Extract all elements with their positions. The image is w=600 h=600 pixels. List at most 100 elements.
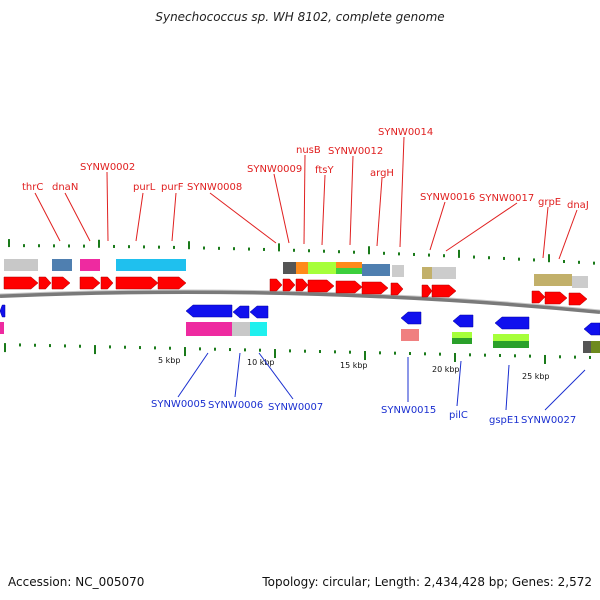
feature-bar[interactable] (250, 322, 267, 336)
forward-gene-arrow[interactable] (282, 278, 296, 292)
scale-tick (68, 244, 70, 248)
feature-bar[interactable] (336, 262, 362, 268)
scale-tick (323, 249, 325, 253)
feature-bar[interactable] (572, 276, 588, 288)
feature-bar[interactable] (401, 329, 419, 341)
feature-bar[interactable] (232, 322, 250, 336)
scale-label-5kbp: 5 kbp (158, 356, 180, 365)
gene-label-SYNW0002[interactable]: SYNW0002 (80, 162, 135, 173)
scale-label-20kbp: 20 kbp (432, 365, 460, 374)
gene-label-purL[interactable]: purL (133, 182, 156, 193)
feature-bar[interactable] (432, 267, 456, 279)
forward-gene-arrow[interactable] (307, 279, 335, 293)
scale-labels: 5 kbp 10 kbp 15 kbp 20 kbp 25 kbp (158, 356, 550, 381)
reverse-gene-arrow[interactable] (0, 304, 6, 318)
top-callouts (34, 136, 578, 260)
gene-label-SYNW0006[interactable]: SYNW0006 (208, 400, 263, 411)
gene-label-SYNW0012[interactable]: SYNW0012 (328, 146, 383, 157)
scale-tick (259, 348, 261, 352)
gene-label-SYNW0027[interactable]: SYNW0027 (521, 415, 576, 426)
feature-bar[interactable] (392, 265, 404, 277)
scale-tick (593, 261, 595, 265)
gene-label-SYNW0017[interactable]: SYNW0017 (479, 193, 534, 204)
scale-tick (8, 239, 10, 248)
feature-bar[interactable] (422, 267, 432, 279)
feature-bar[interactable] (493, 341, 529, 348)
feature-bar[interactable] (591, 341, 600, 353)
feature-bar[interactable] (4, 259, 38, 271)
feature-bar[interactable] (336, 268, 362, 274)
forward-gene-arrow[interactable] (38, 276, 52, 290)
gene-label-grpE[interactable]: grpE (538, 197, 561, 208)
scale-tick (533, 258, 535, 262)
forward-gene-arrow[interactable] (79, 276, 101, 290)
feature-bar[interactable] (493, 334, 529, 341)
forward-gene-arrow[interactable] (431, 284, 457, 298)
gene-label-argH[interactable]: argH (370, 168, 394, 179)
feature-bar[interactable] (452, 338, 472, 344)
gene-label-ftsY[interactable]: ftsY (315, 165, 334, 176)
reverse-gene-arrow[interactable] (232, 305, 250, 319)
gene-label-SYNW0007[interactable]: SYNW0007 (268, 402, 323, 413)
forward-gene-arrow[interactable] (51, 276, 71, 290)
gene-label-SYNW0014[interactable]: SYNW0014 (378, 127, 433, 138)
feature-bar[interactable] (0, 322, 4, 334)
gene-label-SYNW0008[interactable]: SYNW0008 (187, 182, 242, 193)
gene-label-SYNW0009[interactable]: SYNW0009 (247, 164, 302, 175)
feature-bar[interactable] (186, 322, 232, 336)
scale-tick (484, 353, 486, 357)
forward-gene-arrow[interactable] (390, 282, 404, 296)
feature-bar[interactable] (116, 259, 186, 271)
scale-tick (488, 256, 490, 260)
forward-gene-arrow[interactable] (335, 280, 363, 294)
reverse-gene-arrow[interactable] (185, 304, 233, 318)
gene-label-pilC[interactable]: pilC (449, 410, 468, 421)
reverse-gene-arrow[interactable] (400, 311, 422, 325)
forward-genes (3, 276, 588, 306)
gene-label-SYNW0016[interactable]: SYNW0016 (420, 192, 475, 203)
scale-tick (473, 255, 475, 259)
scale-tick (139, 346, 141, 350)
reverse-gene-arrow[interactable] (494, 316, 530, 330)
scale-tick (379, 351, 381, 355)
gene-label-dnaJ[interactable]: dnaJ (567, 200, 589, 211)
feature-bar[interactable] (296, 262, 308, 274)
reverse-gene-arrow[interactable] (583, 322, 600, 336)
feature-bar[interactable] (362, 264, 390, 276)
feature-bar[interactable] (283, 262, 296, 274)
forward-gene-arrow[interactable] (3, 276, 39, 290)
gene-label-nusB[interactable]: nusB (296, 145, 321, 156)
reverse-gene-arrow[interactable] (452, 314, 474, 328)
feature-bar[interactable] (534, 274, 572, 286)
forward-gene-arrow[interactable] (100, 276, 114, 290)
forward-gene-arrow[interactable] (269, 278, 283, 292)
scale-tick (469, 353, 471, 357)
gene-label-gspE1[interactable]: gspE1 (489, 415, 520, 426)
gene-label-thrC[interactable]: thrC (22, 182, 43, 193)
scale-tick (143, 245, 145, 249)
forward-gene-arrow[interactable] (544, 291, 568, 305)
scale-tick (128, 245, 130, 249)
feature-bar[interactable] (52, 259, 72, 271)
gene-label-SYNW0005[interactable]: SYNW0005 (151, 399, 206, 410)
scale-tick (23, 244, 25, 248)
gene-label-purF[interactable]: purF (161, 182, 184, 193)
feature-bar[interactable] (80, 259, 100, 271)
forward-gene-arrow[interactable] (568, 292, 588, 306)
forward-gene-arrow[interactable] (531, 290, 546, 304)
gene-label-dnaN[interactable]: dnaN (52, 182, 78, 193)
reverse-gene-arrow[interactable] (249, 305, 269, 319)
forward-gene-arrow[interactable] (157, 276, 187, 290)
gene-label-SYNW0015[interactable]: SYNW0015 (381, 405, 436, 416)
scale-tick (409, 351, 411, 355)
forward-gene-arrow[interactable] (115, 276, 159, 290)
forward-gene-arrow[interactable] (361, 281, 389, 295)
feature-bar[interactable] (452, 332, 472, 338)
scale-tick (544, 354, 546, 364)
forward-gene-arrow[interactable] (421, 284, 433, 298)
scale-tick (304, 349, 306, 353)
scale-tick (19, 343, 21, 347)
feature-bar[interactable] (583, 341, 591, 353)
forward-gene-arrow[interactable] (295, 278, 309, 292)
feature-bar[interactable] (308, 262, 336, 274)
